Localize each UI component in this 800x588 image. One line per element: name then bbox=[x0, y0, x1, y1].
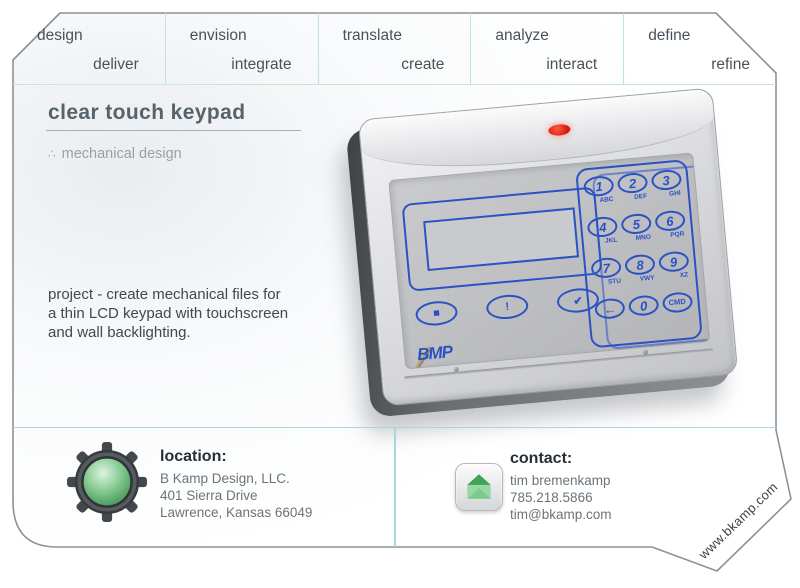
nav-label: create bbox=[401, 56, 445, 73]
top-navigation: design deliver envision integrate transl… bbox=[13, 13, 776, 85]
contact-heading: contact: bbox=[510, 450, 573, 467]
contact-block: contact: tim bremenkamp 785.218.5866 tim… bbox=[510, 450, 611, 523]
location-line: 401 Sierra Drive bbox=[160, 488, 258, 503]
description-line: and wall backlighting. bbox=[48, 324, 191, 341]
display-key-icon: ■ bbox=[414, 299, 459, 328]
nav-label: interact bbox=[546, 56, 598, 73]
key-back: ← bbox=[594, 297, 628, 341]
title-block: clear touch keypad bbox=[46, 101, 301, 131]
nav-label: refine bbox=[711, 56, 750, 73]
nav-label: envision bbox=[189, 27, 247, 44]
nav-item-design-deliver[interactable]: design deliver bbox=[13, 13, 166, 84]
nav-item-define-refine[interactable]: define refine bbox=[624, 13, 776, 84]
description-line: project - create mechanical files for bbox=[48, 286, 281, 303]
lcd-bezel-outline bbox=[401, 186, 603, 292]
nav-item-translate-create[interactable]: translate create bbox=[319, 13, 472, 84]
therefore-marker-icon: ∴ bbox=[48, 147, 56, 161]
footer: location: B Kamp Design, LLC. 401 Sierra… bbox=[13, 427, 776, 547]
contact-phone: 785.218.5866 bbox=[510, 490, 593, 505]
contact-email[interactable]: tim@bkamp.com bbox=[510, 507, 612, 522]
location-heading: location: bbox=[160, 448, 227, 465]
key-0: 0 bbox=[627, 294, 662, 338]
lcd-screen bbox=[423, 207, 580, 272]
page-title: clear touch keypad bbox=[46, 101, 301, 131]
key-cmd: CMD bbox=[661, 291, 695, 335]
nav-item-envision-integrate[interactable]: envision integrate bbox=[166, 13, 319, 84]
nav-label: define bbox=[648, 27, 691, 44]
function-key-row: ■ ! ✔ bbox=[414, 286, 600, 328]
contact-name: tim bremenkamp bbox=[510, 473, 611, 488]
nav-label: translate bbox=[342, 27, 403, 44]
category-label: mechanical design bbox=[61, 146, 182, 162]
nav-label: design bbox=[37, 27, 83, 44]
gear-icon bbox=[67, 442, 147, 522]
description-line: a thin LCD keypad with touchscreen bbox=[48, 305, 289, 322]
envelope-icon bbox=[455, 463, 503, 511]
nav-item-analyze-interact[interactable]: analyze interact bbox=[471, 13, 625, 84]
location-line: B Kamp Design, LLC. bbox=[160, 471, 290, 486]
alert-key-icon: ! bbox=[485, 293, 530, 321]
project-description: project - create mechanical files for a … bbox=[48, 285, 288, 342]
status-led bbox=[547, 123, 571, 137]
nav-label: integrate bbox=[231, 56, 292, 73]
project-category: ∴ mechanical design bbox=[48, 146, 182, 162]
nav-label: analyze bbox=[495, 27, 549, 44]
location-line: Lawrence, Kansas 66049 bbox=[160, 505, 313, 520]
nav-label: deliver bbox=[93, 56, 139, 73]
location-block: location: B Kamp Design, LLC. 401 Sierra… bbox=[160, 448, 312, 521]
device-brand-logo: BMP bbox=[416, 342, 453, 365]
footer-divider bbox=[394, 428, 396, 547]
